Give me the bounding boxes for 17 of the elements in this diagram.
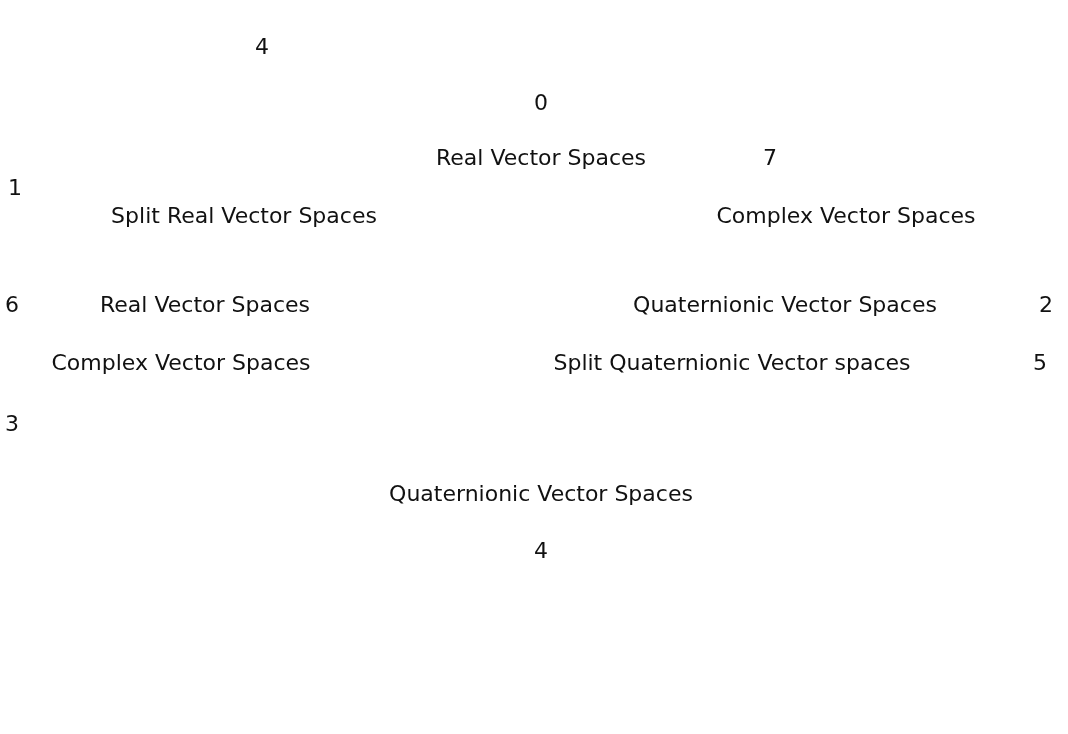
label-text: 4 xyxy=(534,540,548,562)
label-text: 4 xyxy=(255,36,269,58)
label-text: 0 xyxy=(534,92,548,114)
label-text: Split Real Vector Spaces xyxy=(111,205,377,227)
label-text: 7 xyxy=(763,147,777,169)
label-text: 1 xyxy=(8,177,22,199)
label-text: Real Vector Spaces xyxy=(100,294,310,316)
label-text: Split Quaternionic Vector spaces xyxy=(553,352,911,374)
label-text: Complex Vector Spaces xyxy=(51,352,311,374)
label-text: Real Vector Spaces xyxy=(436,147,646,169)
label-text: Quaternionic Vector Spaces xyxy=(389,483,693,505)
label-text: 3 xyxy=(5,413,19,435)
label-text: Complex Vector Spaces xyxy=(716,205,976,227)
label-text: 2 xyxy=(1039,294,1053,316)
label-text: 6 xyxy=(5,294,19,316)
label-text: Quaternionic Vector Spaces xyxy=(633,294,937,316)
label-text: 5 xyxy=(1033,352,1047,374)
